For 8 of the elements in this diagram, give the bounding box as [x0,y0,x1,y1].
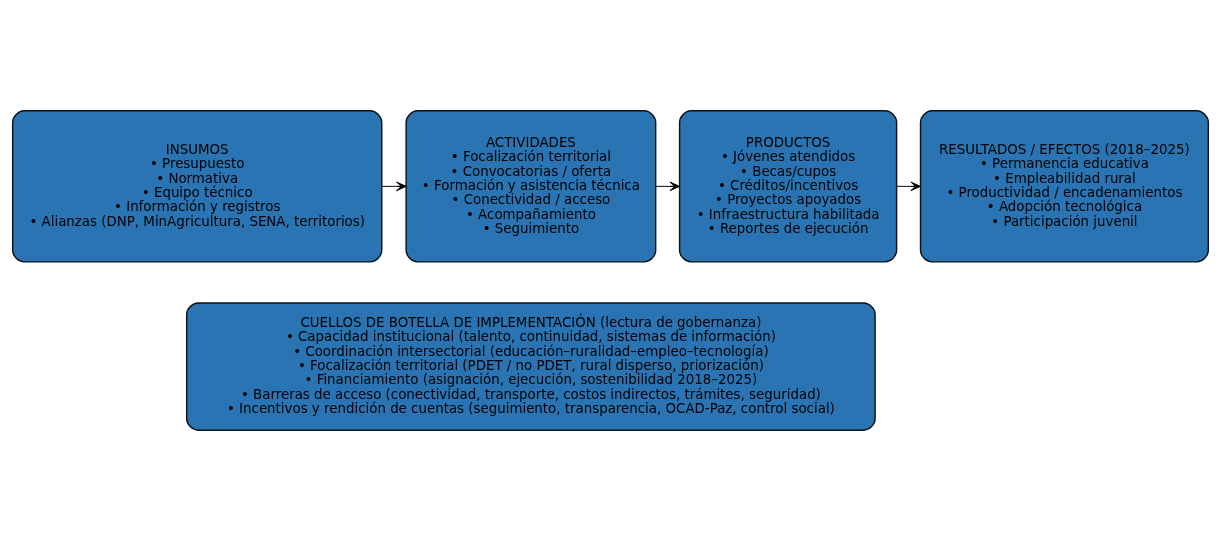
node-box: INSUMOS • Presupuesto • Normativa • Equipo técnico • Información y registros • Alianzas (DNP, MinAgricultura, SENA, territorios) [11,109,383,263]
node-box: RESULTADOS / EFECTOS (2018–2025) • Permanencia educativa • Empleabilidad rural • Productividad / encadenamientos • Adopción tecnológica • Participación juvenil [919,109,1210,263]
node-box: PRODUCTOS • Jóvenes atendidos • Becas/cupos • Créditos/incentivos • Proyectos apoyados • Infraestructura habilitada • Reportes de ejecución [678,109,898,263]
arrow [381,181,407,191]
node-box: CUELLOS DE BOTELLA DE IMPLEMENTACIÓN (lectura de gobernanza) • Capacidad institucional (talento, continuidad, sistemas de información) • Coordinación intersectorial (educación–ruralidad–empleo–tecnología) • Focalización territorial (PDET / no PDET, rural disperso, priorización) • Financiamiento (asignación, ejecución, sostenibilidad 2018–2025) • Barreras de acceso (conectividad, transporte, costos indirectos, trámites, seguridad) • Incentivos y rendición de cuentas (seguimiento, transparencia, OCAD-Paz, control social) [185,301,876,431]
arrow [655,181,680,191]
node-box: ACTIVIDADES • Focalización territorial • Convocatorias / oferta • Formación y asistencia técnica • Conectividad / acceso • Acompañamiento • Seguimiento [405,109,657,263]
arrow [896,181,921,191]
